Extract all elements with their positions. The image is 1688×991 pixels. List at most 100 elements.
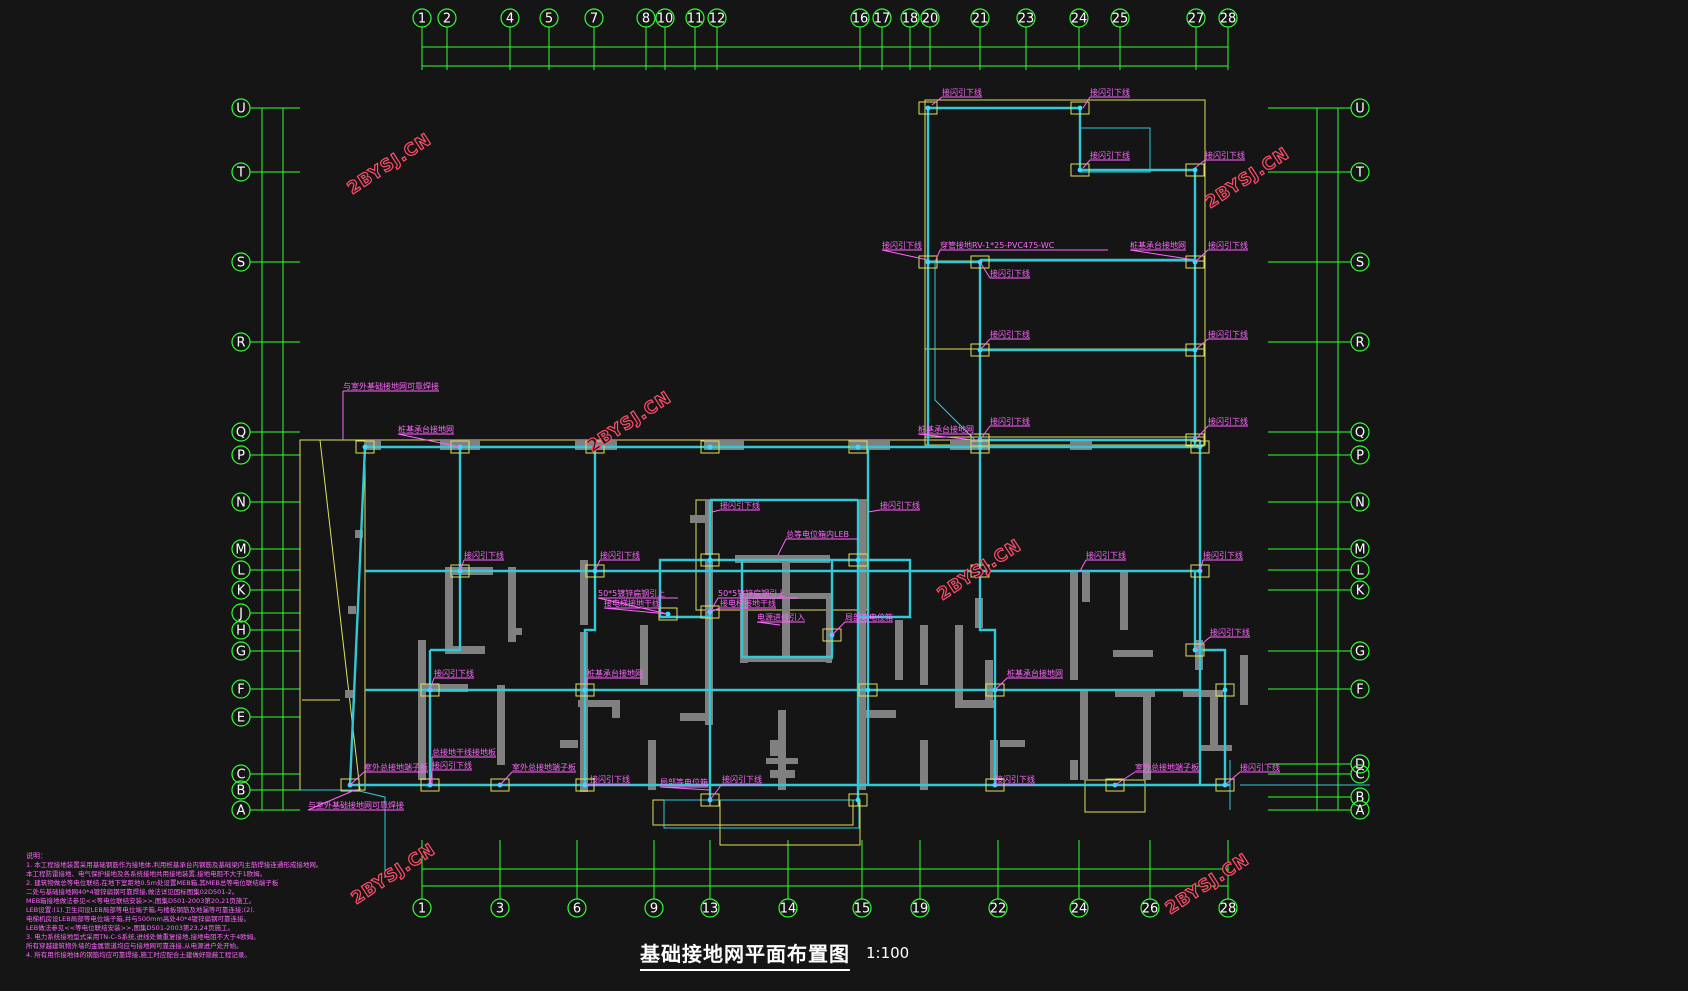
label-down-11: 接闪引下线 [1208,416,1248,426]
label-down-18: 接闪引下线 [1210,627,1250,637]
axis-bubble-left-Q: Q [231,422,251,442]
axis-bubble-bottom-15: 15 [852,898,872,918]
label-down-12: 接闪引下线 [464,550,504,560]
axis-bubble-right-B: B [1350,787,1370,807]
axis-bubble-top-12: 12 [707,8,727,28]
svg-text:5: 5 [545,12,553,27]
svg-text:3: 3 [496,902,504,917]
svg-text:16: 16 [852,12,869,27]
axis-bubble-left-U: U [231,98,251,118]
svg-text:Q: Q [1355,426,1365,441]
svg-text:U: U [236,102,246,117]
notes-line: LEB做法参见<<等电位联结安装>>,图集D501-2003第23,24页施工。 [26,924,234,932]
label-left-bottom: 与室外基础接地网可靠焊接 [308,800,404,810]
svg-text:4: 4 [506,12,514,27]
label-down-6: 接闪引下线 [1208,240,1248,250]
axis-ticks [250,27,1351,899]
label-bar-mid-b: 接电梯接地干线 [720,598,776,608]
label-bar-mid: 50*5镀锌扁钢引上 [718,588,785,598]
axis-bubble-right-G: G [1350,641,1370,661]
svg-text:27: 27 [1188,12,1205,27]
axis-bubble-bottom-14: 14 [778,898,798,918]
label-down-22: 接闪引下线 [722,774,762,784]
axis-bubble-bottom-28: 28 [1218,898,1238,918]
label-down-9: 接闪引下线 [1208,329,1248,339]
bottom-dimension-chain [422,868,1228,887]
axis-bubble-top-20: 20 [920,8,940,28]
axis-bubble-top-25: 25 [1110,8,1130,28]
axis-bubble-bottom-19: 19 [910,898,930,918]
label-meb: 总等电位箱内LEB [786,529,849,539]
svg-text:23: 23 [1018,12,1035,27]
label-down-2: 接闪引下线 [1090,87,1130,97]
drawing-title: 基础接地网平面布置图 [640,938,850,971]
label-down-10: 接闪引下线 [990,416,1030,426]
svg-text:11: 11 [687,12,704,27]
axis-bubble-bottom-22: 22 [988,898,1008,918]
svg-text:22: 22 [990,902,1007,917]
axis-bubble-left-H: H [231,620,251,640]
label-local-eq-2: 局部等电位箱 [660,777,708,787]
axis-bubble-right-T: T [1350,162,1370,182]
svg-text:20: 20 [922,12,939,27]
notes-line: 1. 本工程接地装置采用基础钢筋作为接地体,利用桩基承台内钢筋及基础梁内主筋焊接… [26,861,323,869]
label-down-13: 接闪引下线 [600,550,640,560]
svg-text:Q: Q [236,426,246,441]
axis-bubble-left-S: S [231,252,251,272]
label-down-7: 接闪引下线 [990,268,1030,278]
axis-bubble-top-17: 17 [872,8,892,28]
axis-bubble-left-J: J [231,603,251,623]
svg-text:G: G [236,645,246,660]
label-down-16: 接闪引下线 [1086,550,1126,560]
svg-text:19: 19 [912,902,929,917]
notes-block: 说明： 1. 本工程接地装置采用基础钢筋作为接地体,利用桩基承台内钢筋及基础梁内… [26,852,326,960]
left-dimension-chain [261,108,284,810]
drawing-scale: 1:100 [866,944,910,962]
svg-text:R: R [1355,336,1364,351]
label-ext-left: 室外总接地端子板 [364,762,428,772]
axis-bubble-right-S: S [1350,252,1370,272]
svg-text:12: 12 [709,12,726,27]
svg-text:25: 25 [1112,12,1129,27]
label-down-8: 接闪引下线 [990,329,1030,339]
grounding-network [348,106,1230,800]
svg-text:F: F [237,683,244,698]
svg-text:J: J [238,607,243,622]
axis-bubble-top-23: 23 [1016,8,1036,28]
svg-text:T: T [1355,166,1364,181]
svg-text:24: 24 [1071,12,1088,27]
axis-bubble-top-10: 10 [655,8,675,28]
notes-heading: 说明： [26,852,47,860]
label-leaders [307,96,1280,811]
svg-text:L: L [237,564,245,579]
svg-text:K: K [237,584,246,599]
axis-bubble-right-L: L [1350,560,1370,580]
svg-text:15: 15 [854,902,871,917]
svg-text:1: 1 [418,12,426,27]
axis-bubble-right-F: F [1350,679,1370,699]
svg-text:13: 13 [702,902,719,917]
axis-bubble-left-T: T [231,162,251,182]
svg-text:N: N [236,496,246,511]
svg-text:A: A [237,804,246,819]
label-down-19: 接闪引下线 [434,668,474,678]
axis-bubble-bottom-1: 1 [412,898,432,918]
svg-text:F: F [1356,683,1363,698]
axis-bubble-right-C: C [1350,764,1370,784]
axis-bubble-left-A: A [231,800,251,820]
svg-text:U: U [1355,102,1365,117]
svg-text:28: 28 [1220,12,1237,27]
notes-line: 2. 建筑物做总等电位联结,在地下室距地0.5m处设置MEB箱,其MEB总等电位… [26,879,279,887]
axis-bubble-left-C: C [231,764,251,784]
axis-bubble-bottom-24: 24 [1069,898,1089,918]
axis-bubble-top-2: 2 [437,8,457,28]
axis-bubble-right-P: P [1350,445,1370,465]
label-down-3: 接闪引下线 [1090,150,1130,160]
svg-text:17: 17 [874,12,891,27]
label-down-24: 接闪引下线 [1240,762,1280,772]
svg-text:E: E [237,711,245,726]
notes-line: 电梯机房设LEB局部等电位端子箱,并与500mm高处40*4镀锌扁钢可靠连接。 [26,915,250,923]
axis-bubble-right-N: N [1350,492,1370,512]
label-down-14: 接闪引下线 [720,500,760,510]
top-dimension-chain [422,46,1228,67]
